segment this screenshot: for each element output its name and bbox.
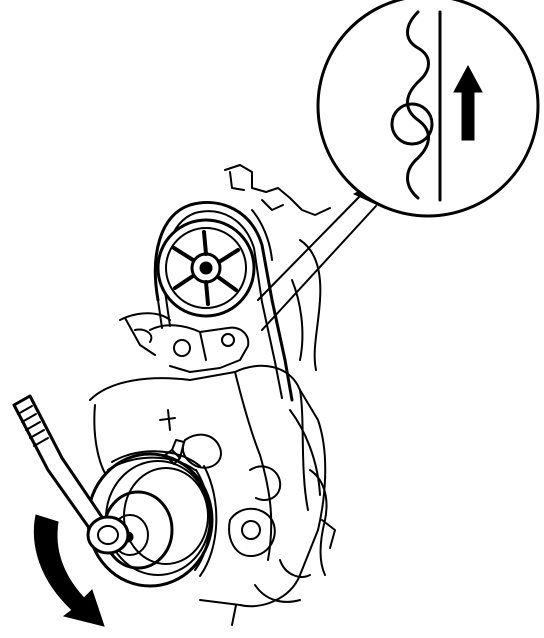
lower-bracket <box>149 324 250 373</box>
wrench <box>12 394 130 555</box>
camshaft-sprocket <box>156 218 256 318</box>
cylinder-head <box>119 164 331 371</box>
crankshaft-pulley <box>86 439 218 588</box>
engine-block <box>89 364 336 626</box>
detail-magnifier <box>316 0 540 218</box>
arrow-up-icon <box>453 64 483 141</box>
curved-arrow-down-icon <box>33 514 105 627</box>
